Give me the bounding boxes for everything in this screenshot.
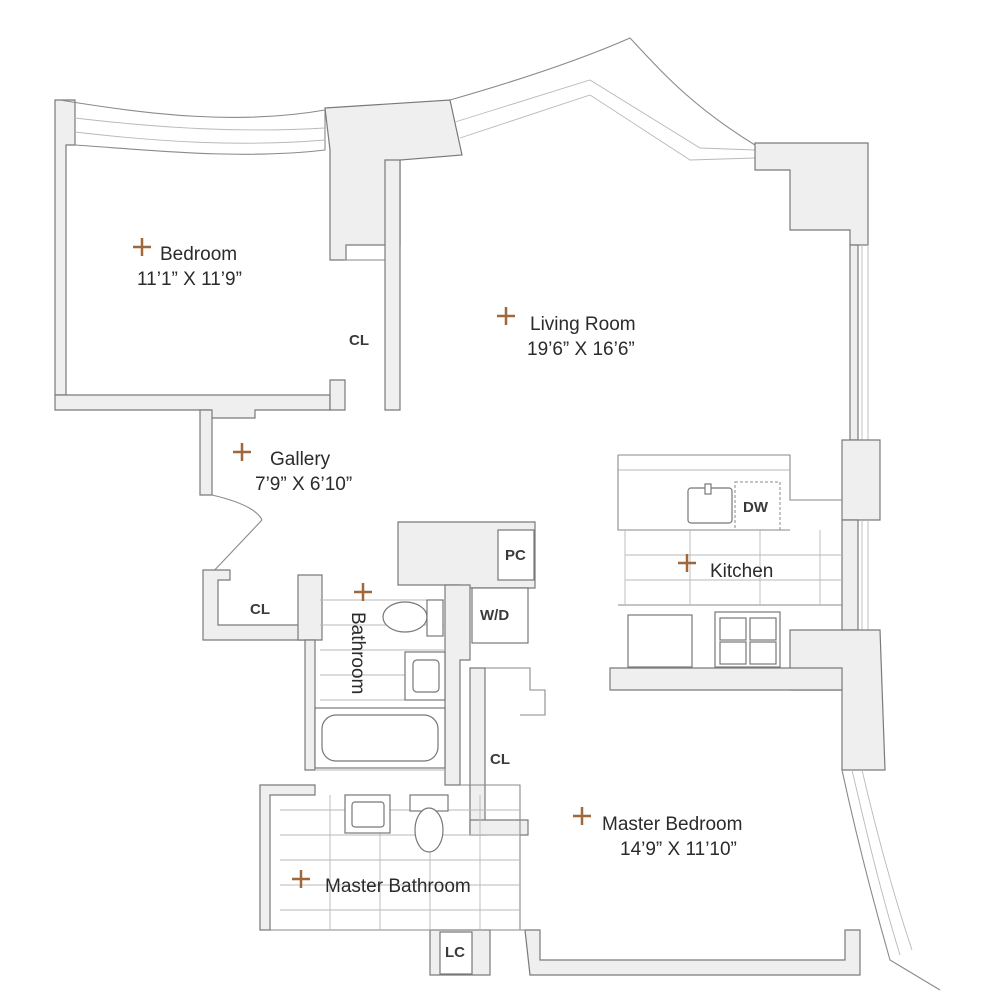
living-room-name: Living Room — [530, 314, 636, 335]
living-marker — [497, 307, 515, 325]
gallery-marker — [233, 443, 251, 461]
fixtures — [314, 481, 781, 975]
room-markers — [133, 238, 696, 888]
washer-dryer-box — [471, 587, 529, 644]
master-bathroom-name: Master Bathroom — [325, 876, 471, 897]
kitchen-name: Kitchen — [710, 561, 773, 582]
closet-label-gallery: CL — [250, 601, 270, 618]
closet-label-bedroom: CL — [349, 332, 369, 349]
gallery-dim: 7’9” X 6’10” — [255, 474, 352, 495]
tile-grid — [280, 530, 842, 930]
master-bedroom-dim: 14’9” X 11’10” — [620, 839, 737, 860]
master-toilet — [414, 807, 444, 853]
bathroom-marker — [354, 583, 372, 601]
linen-closet-label: LC — [445, 944, 465, 961]
living-room-dim: 19’6” X 16’6” — [527, 339, 635, 360]
gallery-name: Gallery — [270, 449, 331, 470]
closet-label-master: CL — [490, 751, 510, 768]
refrigerator — [627, 614, 693, 668]
lc-box — [439, 931, 473, 975]
bedroom-name: Bedroom — [160, 244, 237, 265]
master-bedroom-name: Master Bedroom — [602, 814, 742, 835]
pc-label: PC — [505, 547, 526, 564]
bedroom-dim: 11’1” X 11’9” — [137, 269, 242, 290]
master-bathroom-marker — [292, 870, 310, 888]
dishwasher-label: DW — [743, 499, 769, 516]
washer-dryer-label: W/D — [480, 607, 509, 624]
toilet — [382, 601, 428, 633]
walls — [54, 37, 941, 991]
bedroom-marker — [133, 238, 151, 256]
dishwasher-outline — [734, 481, 781, 531]
master-bedroom-marker — [573, 807, 591, 825]
kitchen-marker — [678, 554, 696, 572]
bathroom-name: Bathroom — [347, 612, 368, 694]
pc-box — [497, 529, 535, 581]
